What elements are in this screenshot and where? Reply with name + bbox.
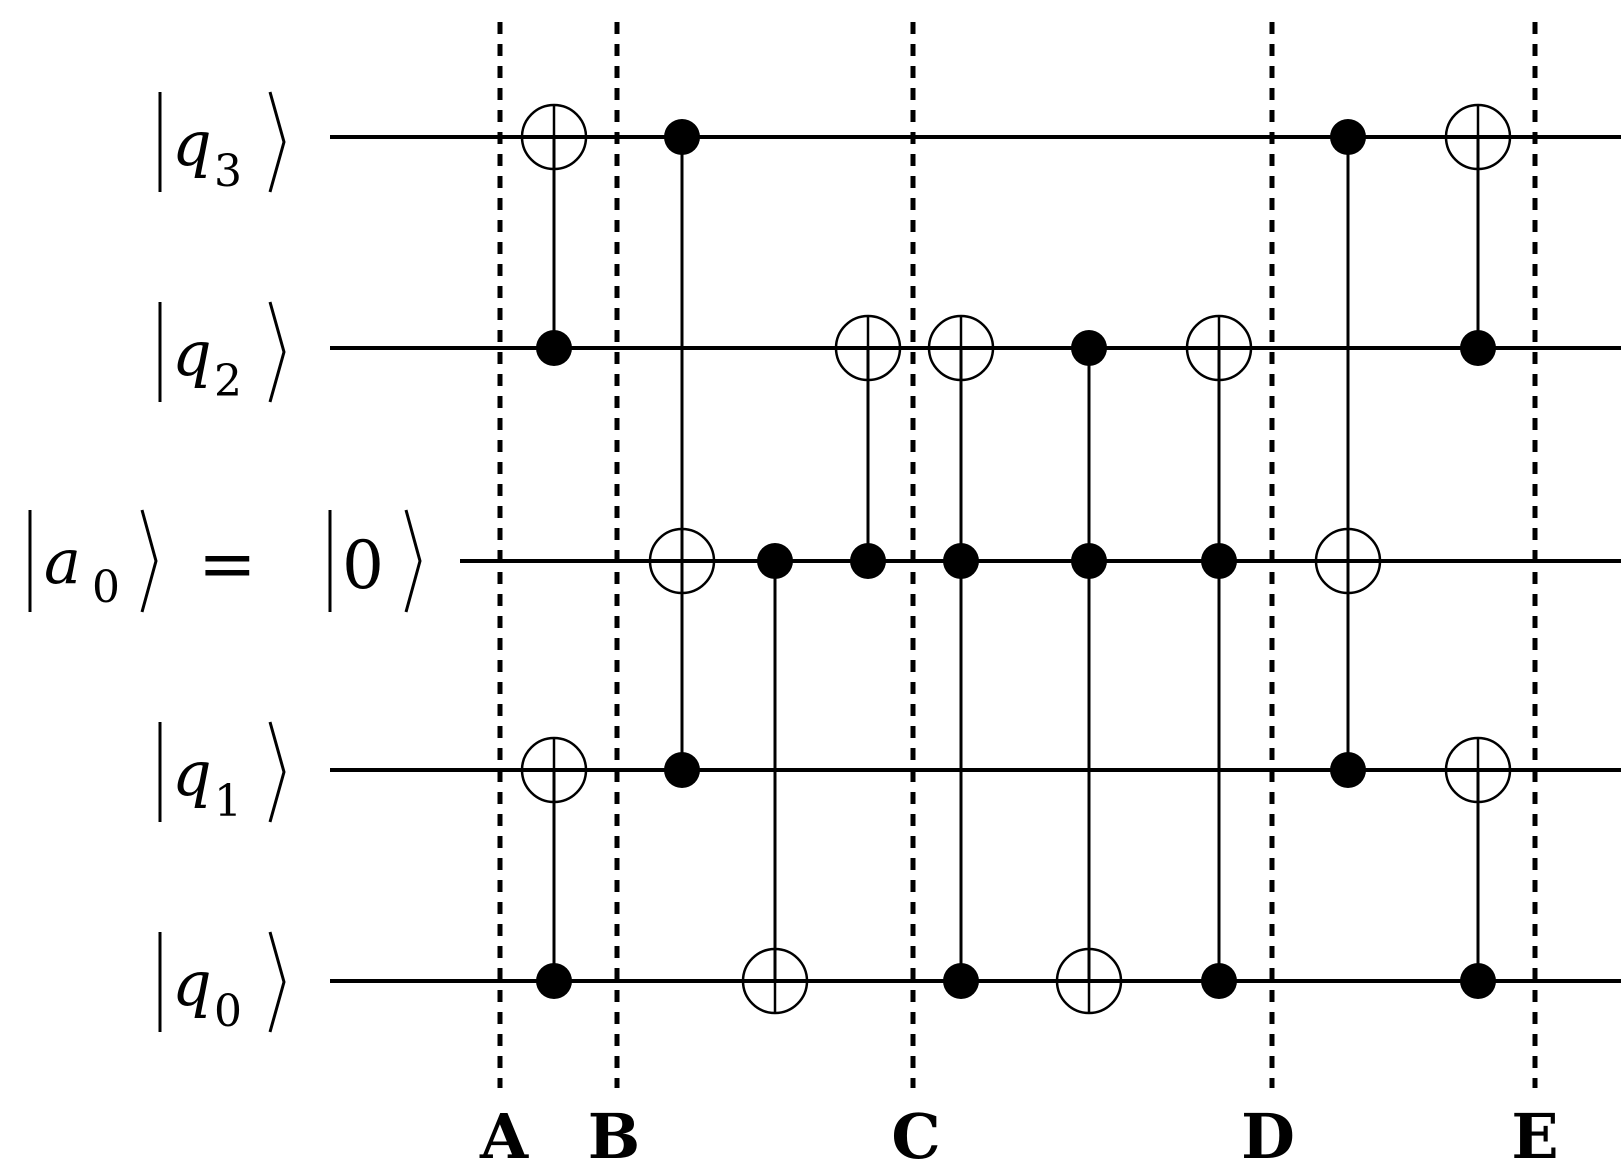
cnot-gate <box>1444 736 1512 999</box>
control-dot <box>1071 543 1107 579</box>
svg-text:1: 1 <box>214 776 242 827</box>
control-dot <box>1071 330 1107 366</box>
control-dot <box>1460 963 1496 999</box>
svg-text:3: 3 <box>214 146 242 197</box>
svg-text:q: q <box>172 947 212 1020</box>
svg-text:q: q <box>172 107 212 180</box>
svg-text:0: 0 <box>342 527 384 604</box>
control-dot <box>1330 119 1366 155</box>
control-dot <box>664 752 700 788</box>
control-dot <box>850 543 886 579</box>
cnot-gate <box>1444 103 1512 366</box>
svg-text:0: 0 <box>92 562 120 613</box>
svg-text:q: q <box>172 317 212 390</box>
svg-text:=: = <box>198 523 257 605</box>
control-dot <box>1201 963 1237 999</box>
toffoli-gate <box>648 119 716 788</box>
target-oplus <box>520 736 588 804</box>
target-oplus <box>520 103 588 171</box>
control-dot <box>943 543 979 579</box>
control-dot <box>1201 543 1237 579</box>
barrier-label-C: C <box>891 1100 940 1171</box>
target-oplus <box>927 314 995 382</box>
control-dot <box>1460 330 1496 366</box>
target-oplus <box>1444 103 1512 171</box>
target-oplus <box>1185 314 1253 382</box>
cnot-gate <box>834 314 902 579</box>
ket-label-q0: q 0 <box>158 931 286 1037</box>
ket-label-q2: q 2 <box>158 301 286 407</box>
target-oplus <box>1314 527 1382 595</box>
cnot-gate <box>520 103 588 366</box>
cnot-gate <box>741 543 809 1015</box>
control-dot <box>943 963 979 999</box>
cnot-gate <box>520 736 588 999</box>
svg-text:a: a <box>44 525 81 598</box>
toffoli-gate <box>1055 330 1123 1015</box>
svg-text:2: 2 <box>214 356 242 407</box>
toffoli-gate <box>1314 119 1382 788</box>
svg-text:0: 0 <box>214 986 242 1037</box>
ket-label-q3: q 3 <box>158 91 286 197</box>
barrier-label-B: B <box>588 1100 640 1171</box>
control-dot <box>536 330 572 366</box>
target-oplus <box>1444 736 1512 804</box>
barrier-label-E: E <box>1511 1100 1558 1171</box>
barrier-label-D: D <box>1241 1100 1295 1171</box>
control-dot <box>757 543 793 579</box>
target-oplus <box>1055 947 1123 1015</box>
control-dot <box>536 963 572 999</box>
ket-label-a0: a 0 = 0 <box>28 509 422 613</box>
target-oplus <box>648 527 716 595</box>
toffoli-gate <box>1185 314 1253 999</box>
target-oplus <box>741 947 809 1015</box>
ket-label-q1: q 1 <box>158 721 286 827</box>
target-oplus <box>834 314 902 382</box>
barrier-label-A: A <box>479 1100 529 1171</box>
control-dot <box>664 119 700 155</box>
control-dot <box>1330 752 1366 788</box>
toffoli-gate <box>927 314 995 999</box>
svg-text:q: q <box>172 737 212 810</box>
